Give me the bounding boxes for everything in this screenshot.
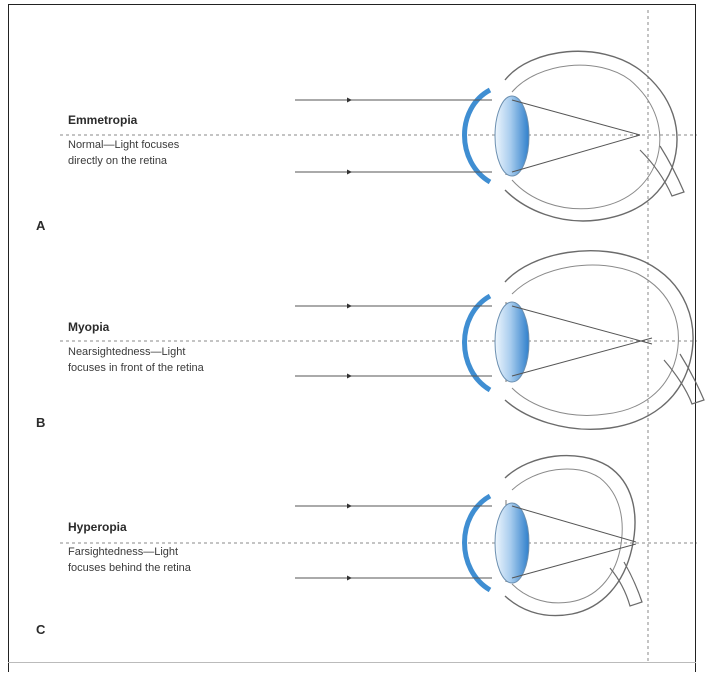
converging-ray-c-top xyxy=(512,506,636,542)
converging-ray-b-top xyxy=(512,306,652,344)
converging-ray-b-bottom xyxy=(512,338,652,376)
lens-b xyxy=(495,302,529,382)
panel-a-description-line2: directly on the retina xyxy=(68,153,268,169)
panel-a-description-line1: Normal—Light focuses xyxy=(68,137,268,153)
panel-b-description-line1: Nearsightedness—Light xyxy=(68,344,268,360)
eyeball-b xyxy=(505,251,704,430)
panel-b-description-line2: focuses in front of the retina xyxy=(68,360,268,376)
panel-c-title: Hyperopia xyxy=(68,520,127,534)
panel-a-letter: A xyxy=(36,218,45,233)
eyeball-a xyxy=(505,51,684,221)
panel-b-title: Myopia xyxy=(68,320,109,334)
panel-c-letter: C xyxy=(36,622,45,637)
panel-c-description-line1: Farsightedness—Light xyxy=(68,544,268,560)
converging-ray-a-bottom xyxy=(512,135,640,172)
panel-b-letter: B xyxy=(36,415,45,430)
panel-a-title: Emmetropia xyxy=(68,113,137,127)
converging-ray-a-top xyxy=(512,100,640,135)
cornea-a xyxy=(465,90,491,182)
panel-c-illustration xyxy=(60,456,697,616)
lens-a xyxy=(495,96,529,176)
lens-c xyxy=(495,503,529,583)
panel-b-illustration xyxy=(60,251,704,430)
panel-c-description-line2: focuses behind the retina xyxy=(68,560,268,576)
